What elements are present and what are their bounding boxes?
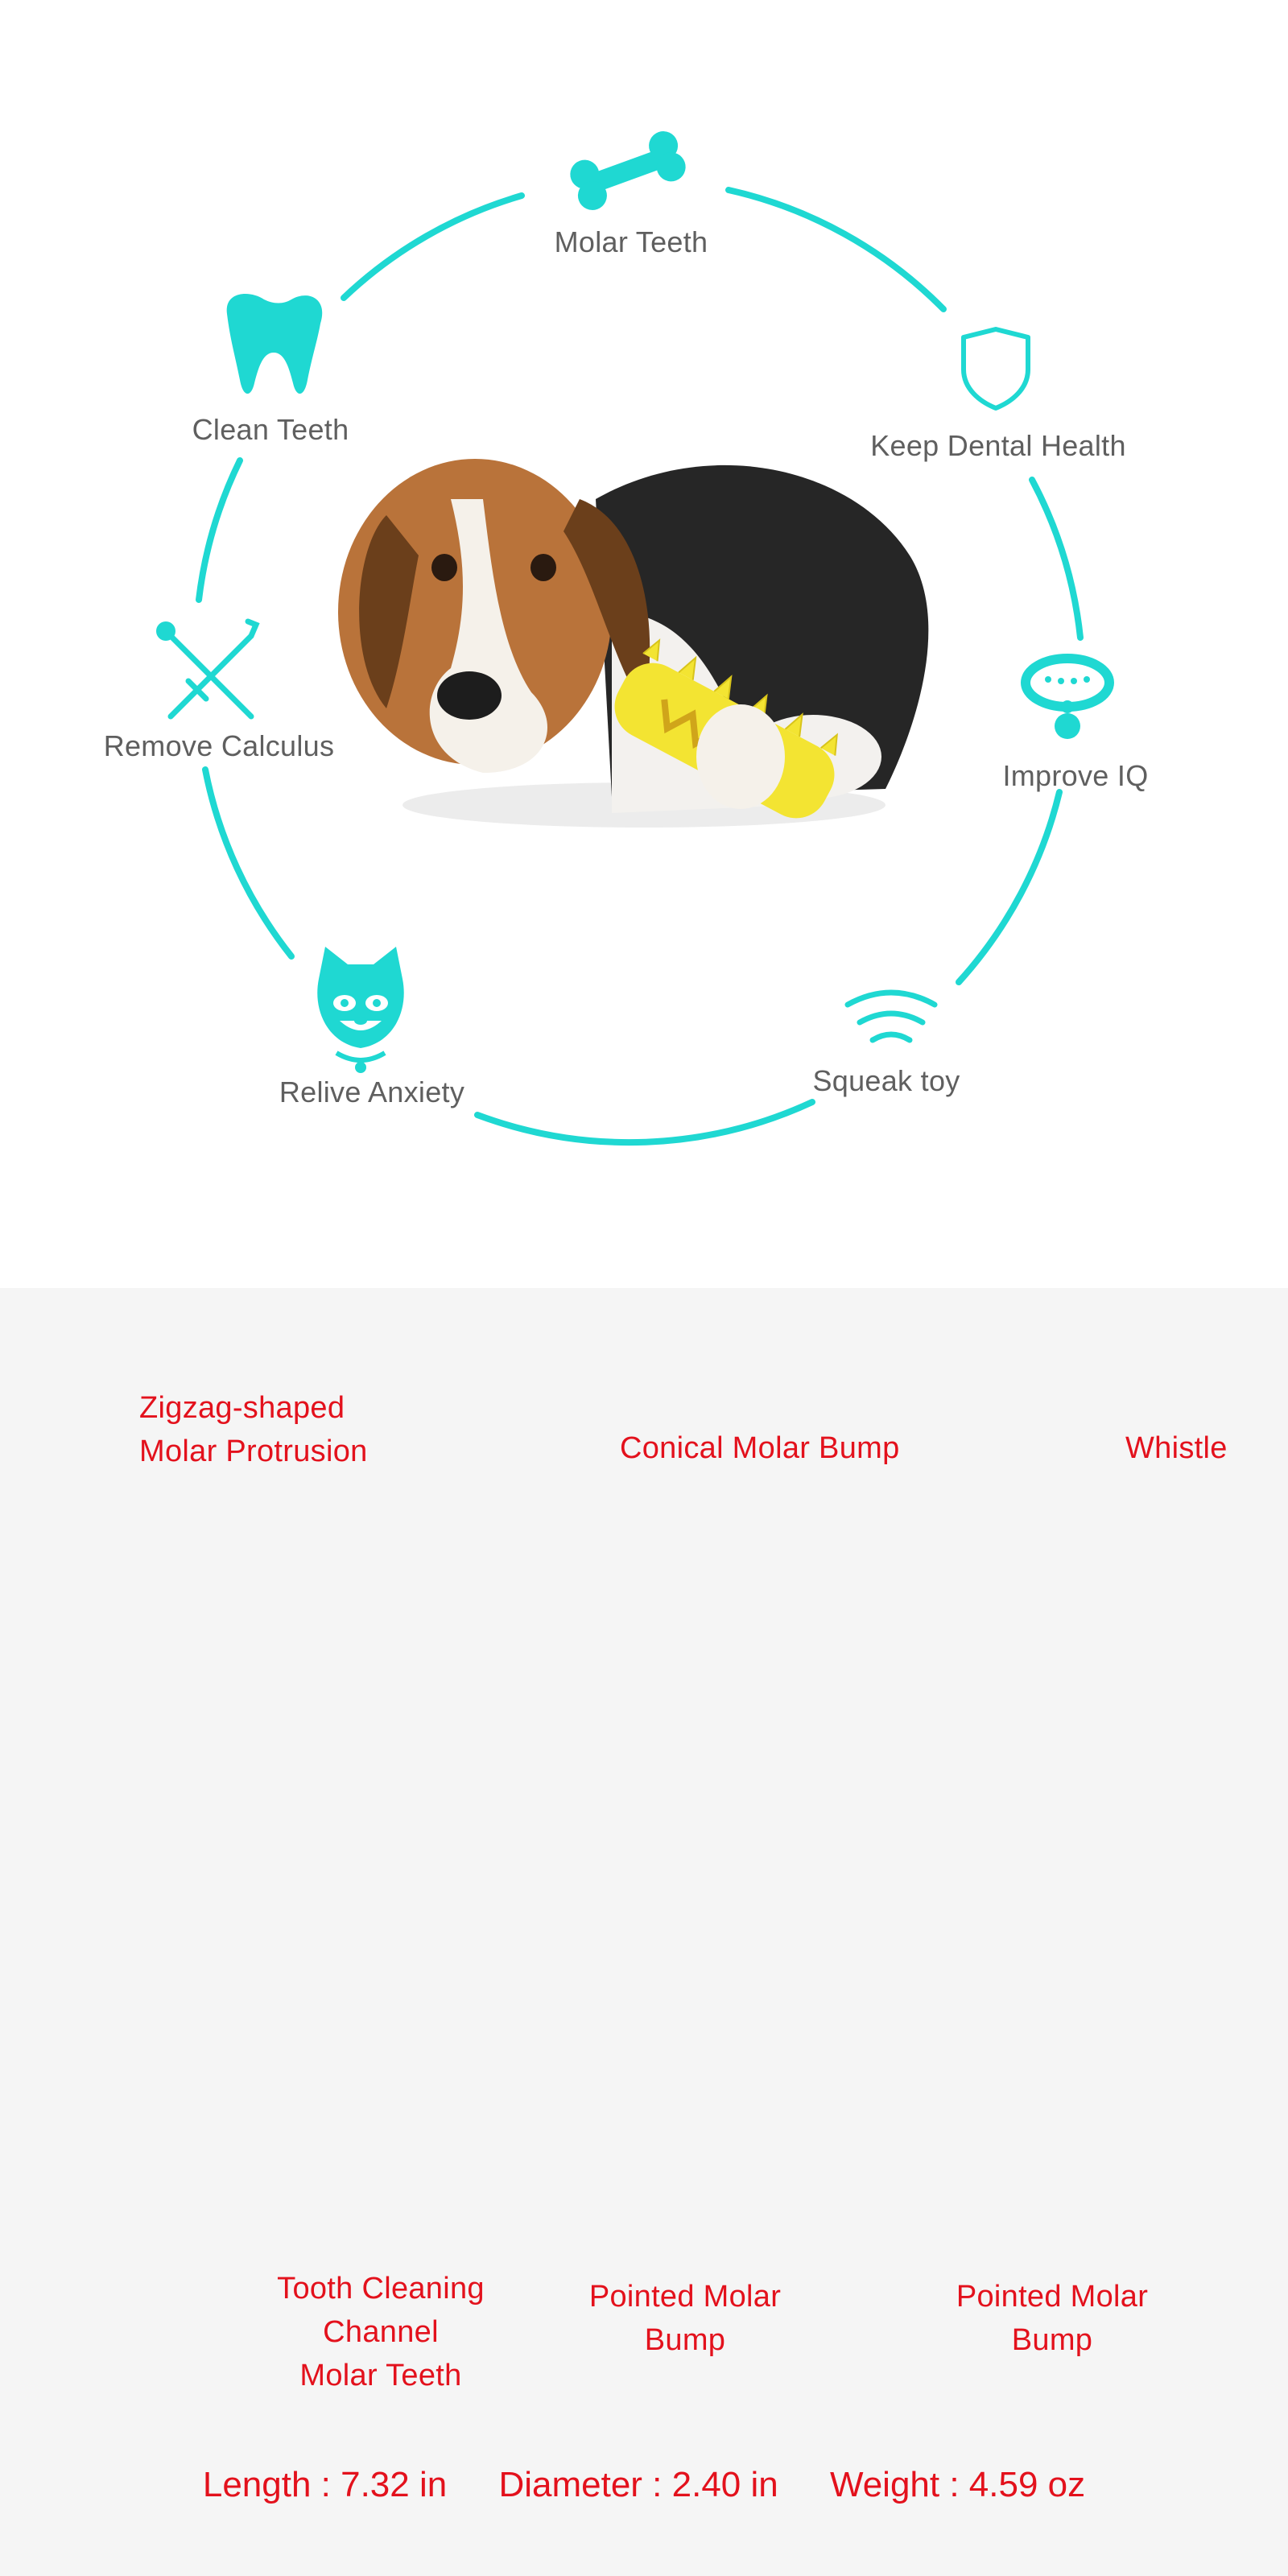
product-details-section: [0, 1288, 1288, 2576]
spec-diameter: Diameter : 2.40 in: [498, 2465, 778, 2504]
sound-waves-icon: [844, 989, 938, 1043]
callout-zigzag-protrusion: Zigzag-shaped Molar Protrusion: [139, 1391, 368, 1468]
feature-ring: [196, 187, 1084, 1146]
spec-weight: Weight : 4.59 oz: [829, 2465, 1086, 2504]
features-section: Molar Teeth Keep Dental Health Improve I…: [103, 131, 1149, 1146]
callout-whistle: Whistle: [1125, 1431, 1228, 1465]
puppy-illustration: [338, 459, 929, 828]
callout-conical-molar-bump: Conical Molar Bump: [620, 1431, 900, 1465]
feature-label-relive-anxiety: Relive Anxiety: [279, 1075, 465, 1108]
feature-label-squeak-toy: Squeak toy: [812, 1064, 960, 1097]
feature-label-improve-iq: Improve IQ: [1002, 759, 1149, 792]
product-specs: Length : 7.32 in Diameter : 2.40 in Weig…: [0, 2465, 1288, 2505]
callout-tooth-cleaning-channel: Tooth Cleaning Channel Molar Teeth: [277, 2272, 485, 2392]
callout-pointed-molar-bump-right: Pointed Molar Bump: [956, 2280, 1149, 2357]
feature-label-keep-dental-health: Keep Dental Health: [870, 429, 1126, 462]
features-diagram: [156, 131, 1114, 1146]
feature-label-molar-teeth: Molar Teeth: [554, 225, 708, 258]
feature-label-remove-calculus: Remove Calculus: [103, 729, 335, 762]
spec-length: Length : 7.32 in: [202, 2465, 448, 2504]
dental-tools-icon: [156, 618, 260, 720]
bone-icon: [570, 131, 686, 210]
dog-face-icon: [317, 947, 404, 1073]
shield-icon: [961, 327, 1030, 411]
feature-label-clean-teeth: Clean Teeth: [192, 413, 349, 446]
tooth-icon: [226, 294, 323, 394]
callout-pointed-molar-bump-middle: Pointed Molar Bump: [588, 2280, 782, 2357]
collar-icon: [1021, 654, 1114, 739]
